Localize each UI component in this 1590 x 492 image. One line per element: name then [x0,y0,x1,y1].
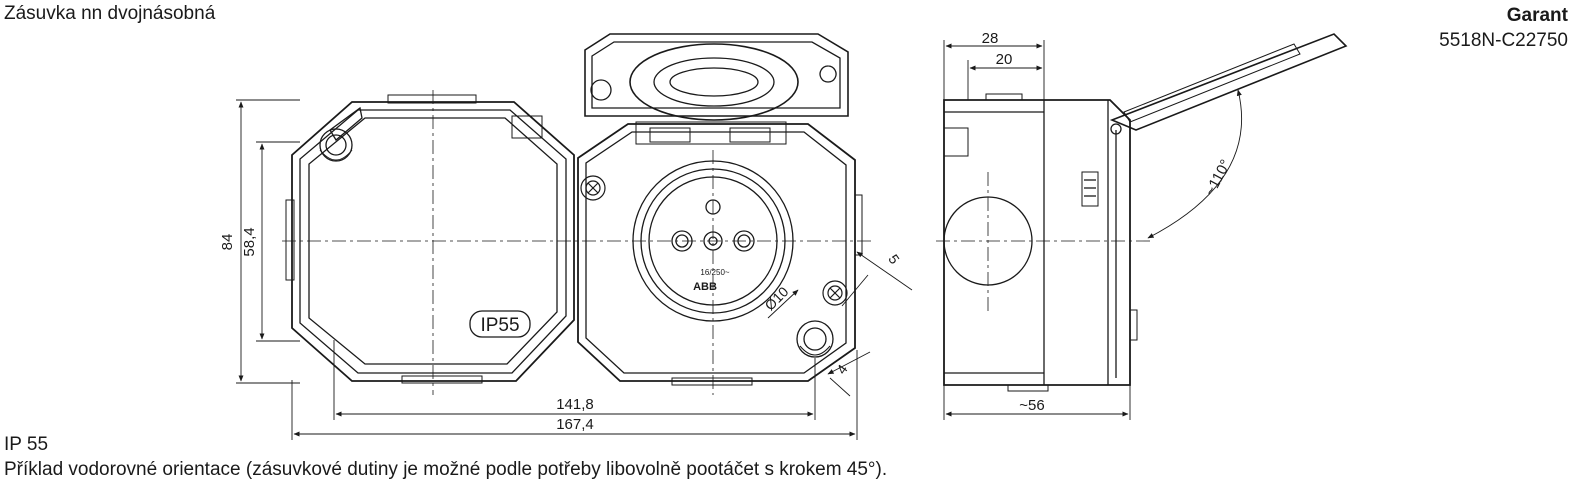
side-view [936,33,1348,420]
front-view: IP55 [236,33,913,440]
dim-lid-angle: ~110° [1201,157,1234,199]
dim-depth-total: ~56 [1019,397,1044,414]
dim-width-total: 167,4 [556,416,594,433]
dim-height-total: 84 [219,234,236,251]
ip55-badge-text: IP55 [480,315,519,336]
front-dimensions [236,99,913,440]
dim-width-inner: 141,8 [556,396,594,413]
ip-rating-line: IP 55 [4,434,49,455]
dim-hole-diameter: Ø10 [761,283,791,313]
socket-face: 16/250~ ABB [632,160,794,322]
socket-rating: 16/250~ [700,268,729,277]
screw-icons [580,175,848,306]
orientation-note: Příklad vodorovné orientace (zásuvkové d… [4,459,888,480]
product-title: Zásuvka nn dvojnásobná [4,3,216,24]
brand-name: Garant [1506,5,1568,26]
dim-depth-20: 20 [996,51,1013,68]
ip55-badge: IP55 [469,310,531,338]
mounting-hole [796,320,834,358]
product-code: 5518N-C22750 [1439,30,1568,51]
open-lid [584,33,849,121]
dim-depth-28: 28 [982,30,999,47]
abb-logo-text: ABB [693,281,717,293]
right-socket-housing [577,121,863,386]
dim-offset-5: 5 [885,251,903,267]
brand-block: Garant 5518N-C22750 [1439,3,1568,53]
dim-height-inner: 58,4 [241,227,258,256]
front-centerlines [282,90,875,395]
left-socket-housing [285,94,575,384]
